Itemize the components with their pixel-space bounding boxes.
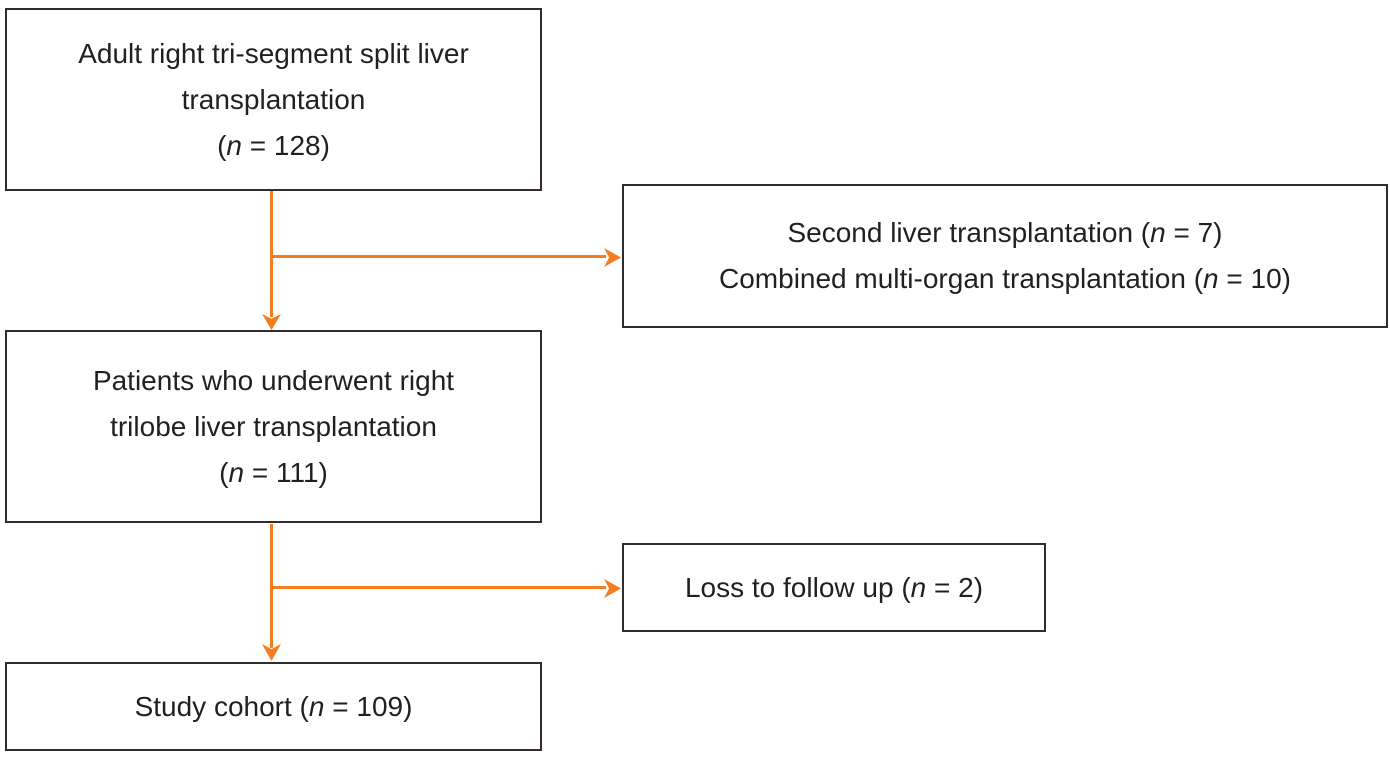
box-excluded-transplants: Second liver transplantation (n = 7) Comb… <box>622 184 1388 328</box>
box-text-line: transplantation <box>181 83 366 115</box>
box-text-line: Adult right tri-segment split liver <box>78 37 469 69</box>
box-text-line: Study cohort (n = 109) <box>134 690 413 722</box>
arrow-line-vertical <box>270 524 273 648</box>
arrow-line-horizontal <box>272 255 606 258</box>
box-text-line: (n = 128) <box>217 129 330 161</box>
arrow-line-vertical <box>270 191 273 317</box>
arrow-line-horizontal <box>272 586 606 589</box>
box-study-cohort: Study cohort (n = 109) <box>5 662 542 751</box>
box-source-population: Adult right tri-segment split liver trans… <box>5 8 542 191</box>
box-text-line: Loss to follow up (n = 2) <box>684 571 984 603</box>
box-text-line: Combined multi-organ transplantation (n … <box>719 263 1291 294</box>
arrowhead-right-icon <box>604 248 621 267</box>
box-loss-to-follow-up: Loss to follow up (n = 2) <box>622 543 1046 632</box>
arrowhead-right-icon <box>604 579 621 598</box>
box-text-line: trilobe liver transplantation <box>110 410 437 442</box>
box-text-line: (n = 111) <box>219 456 328 488</box>
box-text-line: Second liver transplantation (n = 7) <box>787 217 1223 248</box>
box-text-line: Patients who underwent right <box>92 364 455 396</box>
box-right-trilobe-patients: Patients who underwent right trilobe live… <box>5 330 542 523</box>
